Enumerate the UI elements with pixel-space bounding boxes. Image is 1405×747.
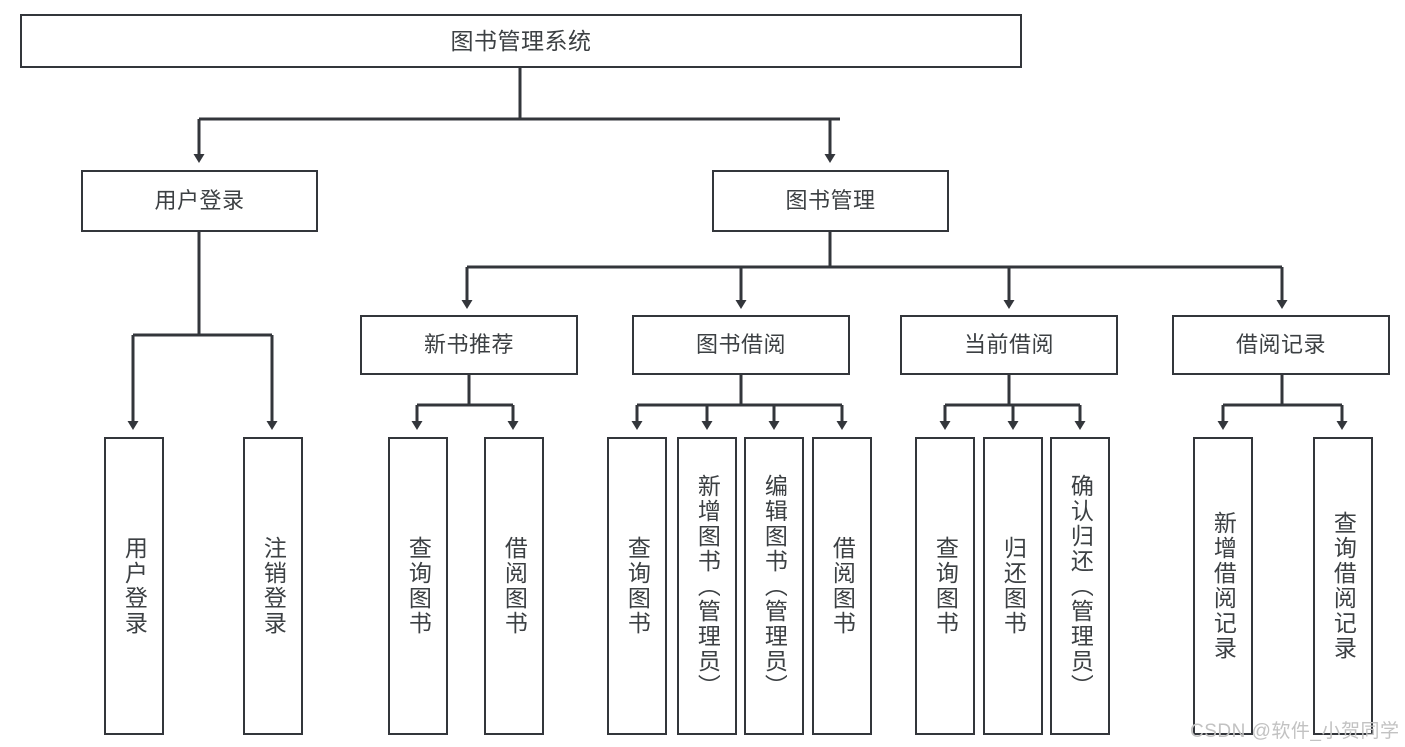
leaf-new-book-query-book[interactable]: 查询图书: [388, 437, 448, 735]
node-label: 新增借阅记录: [1210, 511, 1237, 661]
node-label: 图书管理: [785, 187, 876, 213]
node-book-borrowing[interactable]: 图书借阅: [632, 315, 850, 375]
node-label: 查询图书: [932, 536, 959, 636]
leaf-current-borrow-confirm-return[interactable]: 确认归还（管理员）: [1050, 437, 1110, 735]
node-label: 查询借阅记录: [1330, 511, 1357, 661]
leaf-current-borrow-return-book[interactable]: 归还图书: [983, 437, 1043, 735]
leaf-user-login-login[interactable]: 用户登录: [104, 437, 164, 735]
node-label: 借阅图书: [829, 536, 856, 636]
node-label: 确认归还（管理员）: [1067, 473, 1094, 699]
node-book-management[interactable]: 图书管理: [712, 170, 949, 232]
node-label: 查询图书: [405, 536, 432, 636]
node-label: 借阅图书: [501, 536, 528, 636]
node-label: 新增图书（管理员）: [694, 473, 721, 699]
leaf-borrow-record-query-record[interactable]: 查询借阅记录: [1313, 437, 1373, 735]
node-borrowing-records[interactable]: 借阅记录: [1172, 315, 1390, 375]
leaf-book-borrow-query-book[interactable]: 查询图书: [607, 437, 667, 735]
node-label: 当前借阅: [963, 331, 1054, 357]
node-label: 新书推荐: [423, 331, 514, 357]
node-new-book-recommendation[interactable]: 新书推荐: [360, 315, 578, 375]
leaf-book-borrow-edit-book[interactable]: 编辑图书（管理员）: [744, 437, 804, 735]
node-label: 图书借阅: [695, 331, 786, 357]
node-current-borrowing[interactable]: 当前借阅: [900, 315, 1118, 375]
node-label: 图书管理系统: [450, 27, 592, 54]
node-user-login[interactable]: 用户登录: [81, 170, 318, 232]
node-label: 借阅记录: [1235, 331, 1326, 357]
node-label: 查询图书: [624, 536, 651, 636]
leaf-new-book-borrow-book[interactable]: 借阅图书: [484, 437, 544, 735]
node-root-system[interactable]: 图书管理系统: [20, 14, 1022, 68]
leaf-user-login-logout[interactable]: 注销登录: [243, 437, 303, 735]
node-label: 注销登录: [260, 536, 287, 636]
node-label: 编辑图书（管理员）: [761, 473, 788, 699]
watermark: CSDN @软件_小贺同学: [1190, 721, 1400, 742]
node-label: 归还图书: [1000, 536, 1027, 636]
leaf-borrow-record-add-record[interactable]: 新增借阅记录: [1193, 437, 1253, 735]
node-label: 用户登录: [154, 187, 245, 213]
leaf-book-borrow-borrow-book[interactable]: 借阅图书: [812, 437, 872, 735]
node-label: 用户登录: [121, 536, 148, 636]
leaf-current-borrow-query-book[interactable]: 查询图书: [915, 437, 975, 735]
leaf-book-borrow-add-book[interactable]: 新增图书（管理员）: [677, 437, 737, 735]
